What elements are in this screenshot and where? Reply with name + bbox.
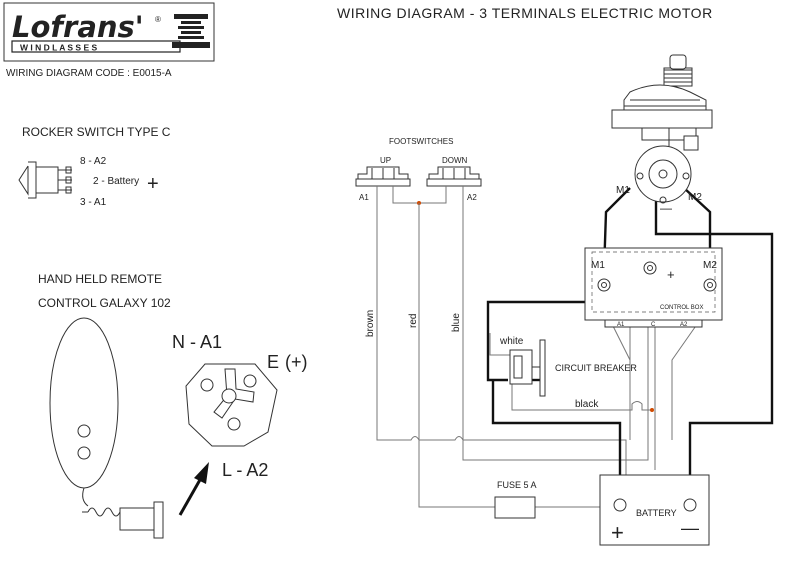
rocker-switch-title: ROCKER SWITCH TYPE C [22, 125, 171, 139]
motor-m1-label: M1 [616, 185, 630, 196]
battery-minus-sign: — [681, 518, 699, 538]
motor-m2-label: M2 [688, 192, 702, 203]
control-box-m2-label: M2 [703, 260, 717, 271]
remote-connector-drawing [185, 363, 278, 447]
wire-label-brown: brown [365, 310, 376, 337]
remote-pin-n-a1: N - A1 [172, 332, 222, 352]
windlass-motor-drawing [611, 54, 713, 204]
lofrans-logo: Lofrans' ® W I N D L A S S E S [3, 2, 215, 62]
fuse [494, 496, 536, 519]
control-box-plus-sign: + [667, 267, 675, 282]
motor-minus-sign: — [660, 201, 672, 215]
fuse-label: FUSE 5 A [497, 480, 537, 490]
logo-brand: Lofrans' [12, 10, 144, 44]
footswitch-down [426, 166, 482, 187]
control-wires [376, 186, 701, 508]
circuit-breaker [509, 339, 546, 397]
rocker-plus-sign: + [147, 173, 159, 195]
remote-title-line1: HAND HELD REMOTE [38, 272, 162, 286]
battery-plus-sign: + [611, 520, 624, 545]
wire-label-red: red [408, 314, 419, 328]
remote-pin-e: E [267, 352, 279, 372]
footswitch-up [355, 166, 411, 187]
logo-registered: ® [155, 15, 161, 24]
control-box-title: CONTROL BOX [660, 305, 703, 311]
wire-label-black: black [575, 399, 599, 410]
control-box-term-a2: A2 [680, 322, 688, 328]
control-box [584, 247, 723, 328]
rocker-pin-a1: 3 - A1 [80, 197, 107, 208]
footswitch-a1-label: A1 [359, 193, 369, 202]
logo-tagline: W I N D L A S S E S [20, 43, 97, 53]
wire-label-blue: blue [451, 313, 462, 332]
rocker-pin-battery: 2 - Battery [93, 176, 139, 187]
wire-label-white: white [499, 336, 524, 347]
rocker-switch-drawing [18, 161, 72, 199]
battery [599, 474, 710, 546]
remote-control-drawing [49, 317, 164, 539]
diagram-title: WIRING DIAGRAM - 3 TERMINALS ELECTRIC MO… [337, 5, 713, 21]
footswitch-up-label: UP [380, 156, 391, 165]
windlass-logo-icon [172, 14, 210, 48]
remote-pin-l-a2: L - A2 [222, 460, 268, 480]
battery-label: BATTERY [636, 508, 677, 518]
remote-arrow-icon [178, 462, 209, 516]
footswitch-a2-label: A2 [467, 193, 477, 202]
control-box-m1-label: M1 [591, 260, 605, 271]
diagram-code: WIRING DIAGRAM CODE : E0015-A [6, 68, 172, 79]
remote-pin-e-sign: (+) [285, 352, 308, 372]
remote-title-line2: CONTROL GALAXY 102 [38, 296, 171, 310]
rocker-pin-a2: 8 - A2 [80, 156, 107, 167]
footswitches-title: FOOTSWITCHES [389, 137, 453, 146]
footswitch-down-label: DOWN [442, 156, 468, 165]
circuit-breaker-label: CIRCUIT BREAKER [555, 363, 637, 373]
control-box-term-c: C [651, 322, 656, 328]
control-box-term-a1: A1 [617, 322, 625, 328]
